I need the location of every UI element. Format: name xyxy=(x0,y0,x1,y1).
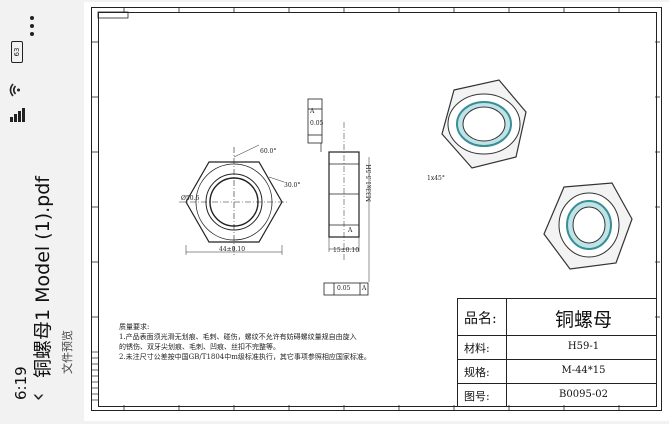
more-options-icon[interactable] xyxy=(30,14,50,38)
title-block: 品名: 铜螺母 材料: H59-1 规格: M-44*15 图号: B0095-… xyxy=(457,298,657,407)
notes-heading: 质量要求: xyxy=(119,323,150,331)
dim-thickness: 15±0.10 xyxy=(333,247,360,254)
material-label: 材料: xyxy=(464,342,490,355)
title-block-spec-row: 规格: M-44*15 xyxy=(458,360,657,384)
title-block-material-row: 材料: H59-1 xyxy=(458,336,657,360)
quality-notes: 质量要求: 1.产品表面须光滑无划痕、毛刺、碰伤，螺纹不允许有妨碍螺纹量规自由旋… xyxy=(119,322,371,362)
drawing-no-label: 图号: xyxy=(464,390,490,403)
dim-diameter: Ø50.6 xyxy=(181,195,200,202)
dim-chamfer: 1x45° xyxy=(427,175,445,182)
nut-3d-render-bottom xyxy=(543,182,633,270)
app-bar: 6:19 ‹ 铜螺母1 Model (1).pdf 文件预览 63 xyxy=(0,0,84,424)
nut-3d-render-top xyxy=(441,79,527,169)
notes-line-1: 1.产品表面须光滑无划痕、毛刺、碰伤，螺纹不允许有妨碍螺纹量规自由旋入 xyxy=(119,333,357,341)
title-block-name-row: 品名: 铜螺母 xyxy=(458,299,657,336)
notes-line-3: 2.未注尺寸公差按中国GB/T1804中m级标准执行，其它事项参照相应国家标准。 xyxy=(119,353,371,361)
notes-line-2: 的锈伤、双牙尖划痕、毛刺、凹痕、丝扣不完整等。 xyxy=(119,343,280,351)
tolerance-frame-bottom xyxy=(323,282,369,296)
tolerance-top-ref: A xyxy=(310,108,315,115)
drawing-outer-frame xyxy=(91,7,662,411)
name-value: 铜螺母 xyxy=(554,309,612,331)
document-title: 铜螺母1 Model (1).pdf xyxy=(32,176,54,378)
dim-thread: M33x1.5-5H xyxy=(366,164,373,202)
dim-across-flats: 44±0.10 xyxy=(219,246,246,253)
spec-label: 规格: xyxy=(464,366,490,379)
battery-icon: 63 xyxy=(11,41,23,63)
name-label: 品名: xyxy=(464,311,497,327)
material-value: H59-1 xyxy=(567,341,600,352)
tolerance-top-value: 0.05 xyxy=(310,120,324,127)
back-button[interactable]: ‹ xyxy=(26,392,51,402)
datum-label: A xyxy=(348,227,353,234)
frame-ticks xyxy=(91,7,660,410)
drawing-inner-frame xyxy=(98,12,657,407)
dim-angle-60: 60.0° xyxy=(260,148,277,155)
drawing-no-value: B0095-02 xyxy=(559,389,608,400)
signal-icon xyxy=(10,108,26,122)
tolerance-bottom-ref: A xyxy=(362,285,367,292)
tolerance-frame-top xyxy=(307,98,323,144)
document-subtitle: 文件预览 xyxy=(61,330,74,374)
dim-angle-30: 30.0° xyxy=(284,182,301,189)
pdf-page[interactable]: Ø50.6 44±0.10 60.0° 30.0° 15±0.10 M33x1.… xyxy=(84,2,669,421)
tolerance-bottom-value: 0.05 xyxy=(337,285,351,292)
side-view-drawing xyxy=(320,122,370,282)
front-view-drawing xyxy=(179,144,289,255)
title-block-drawing-no-row: 图号: B0095-02 xyxy=(458,384,657,406)
spec-value: M-44*15 xyxy=(561,365,606,376)
wifi-icon xyxy=(9,83,25,97)
status-icons: 63 xyxy=(6,22,28,122)
